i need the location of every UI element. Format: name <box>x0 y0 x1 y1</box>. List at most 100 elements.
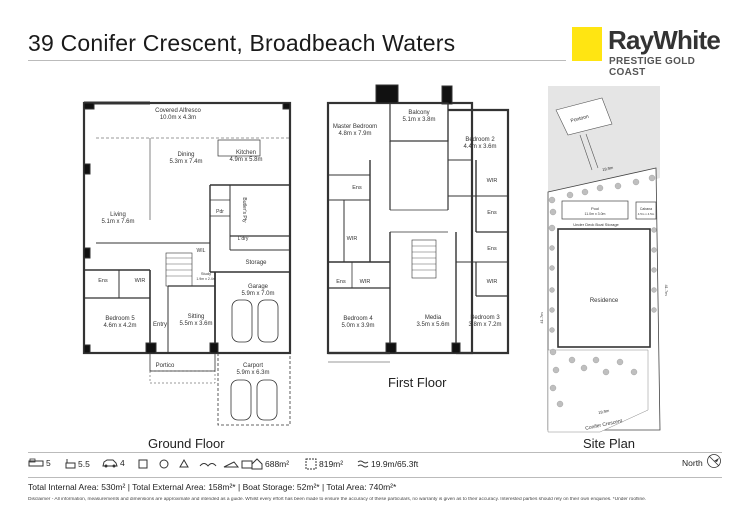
room-dims: 4.6m x 4.2m <box>103 323 136 329</box>
room-dims: 4.8m x 7.9m <box>338 131 371 137</box>
page-title: 39 Conifer Crescent, Broadbeach Waters <box>28 30 456 56</box>
room-label: Study <box>201 271 211 276</box>
bedrooms-count: 5 <box>46 458 51 468</box>
room-label: Bedroom 4 <box>343 316 373 322</box>
area-summary: Total Internal Area: 530m² | Total Exter… <box>28 482 397 492</box>
room-label: WIR <box>360 279 371 285</box>
site-label: Pool <box>591 206 599 211</box>
first-floor-label: First Floor <box>388 375 447 390</box>
room-dims: 10.0m x 4.3m <box>160 115 196 121</box>
building-icon <box>138 459 148 469</box>
areas-divider <box>28 477 722 478</box>
room-label: Balcony <box>408 110 429 116</box>
frontage-value: 19.9m/65.3ft <box>371 459 419 469</box>
room-label: L'dry <box>238 236 249 242</box>
land-area-value: 819m² <box>319 459 344 469</box>
air-con-icon <box>159 459 169 469</box>
site-label: Cabana <box>640 207 652 211</box>
external-area: Total External Area: 158m²* <box>132 482 236 492</box>
north-label: North <box>682 458 703 468</box>
feature-internal-area: 688m² <box>251 458 289 470</box>
room-dims: 5.1m x 3.8m <box>402 117 435 123</box>
room-label: Kitchen <box>236 150 256 156</box>
ground-floor-plan <box>82 101 292 426</box>
room-label: Bedroom 5 <box>105 316 135 322</box>
feature-frontage: 19.9m/65.3ft <box>357 458 418 470</box>
house-area-icon <box>251 458 263 470</box>
room-label: Pdr <box>216 209 224 215</box>
site-dimension: 41.7m <box>664 284 669 296</box>
room-label: Sitting <box>188 314 205 320</box>
room-label: WIR <box>487 178 498 184</box>
car-icon <box>102 459 118 468</box>
room-dims: 1.9m x 2.4m <box>196 277 215 281</box>
room-label: Ens <box>98 278 108 284</box>
room-dims: 4.9m x 5.8m <box>229 157 262 163</box>
features-divider <box>28 452 722 453</box>
logo-subtitle: PRESTIGE GOLD COAST <box>609 56 696 78</box>
site-dimension: 19.9m <box>598 408 611 415</box>
room-dims: 5.1m x 7.6m <box>101 219 134 225</box>
boat-icon <box>223 461 240 468</box>
feature-bedrooms: 5 <box>28 458 51 468</box>
room-dims: 5.3m x 7.4m <box>169 159 202 165</box>
room-label: Covered Alfresco <box>155 108 201 114</box>
site-label: Pontoon <box>570 114 590 125</box>
disclaimer: Disclaimer - All information, measuremen… <box>28 497 647 502</box>
compass-icon <box>707 454 721 468</box>
logo-yellow-block <box>572 27 602 61</box>
room-label: WIR <box>347 236 358 242</box>
amenity-icons <box>138 458 253 469</box>
room-dims: 5.9m x 7.0m <box>241 291 274 297</box>
pool-icon <box>199 463 217 467</box>
bath-icon <box>65 459 76 469</box>
land-area-icon <box>305 458 317 470</box>
boat-storage-area: Boat Storage: 52m²* <box>242 482 320 492</box>
total-area: Total Area: 740m²* <box>326 482 397 492</box>
fireplace-icon <box>179 458 189 468</box>
floor-plans-drawing: Covered Alfresco 10.0m x 4.3m Dining 5.3… <box>82 84 669 433</box>
room-dims: 4.4m x 3.6m <box>463 144 496 150</box>
internal-area-value: 688m² <box>265 459 290 469</box>
title-divider <box>28 60 566 61</box>
ground-floor-label: Ground Floor <box>148 436 225 451</box>
site-plan-label: Site Plan <box>583 436 636 451</box>
room-label: Bedroom 3 <box>470 315 500 321</box>
feature-cars: 4 <box>102 458 125 468</box>
room-label: Bedroom 2 <box>465 137 495 143</box>
room-label: Living <box>110 212 126 218</box>
feature-amenity-icons <box>138 458 254 470</box>
feature-land-area: 819m² <box>305 458 343 470</box>
room-dims: 5.5m x 3.6m <box>179 321 212 327</box>
room-label: Master Bedroom <box>333 124 377 130</box>
site-label: 4.5m x 4.5m <box>638 212 655 216</box>
feature-bathrooms: 5.5 <box>64 458 90 470</box>
room-dims: 3.8m x 7.2m <box>468 322 501 328</box>
room-label: WIR <box>135 278 146 284</box>
room-label: Portico <box>156 363 175 369</box>
site-dimension: 41.7m <box>539 312 544 324</box>
room-dims: 5.0m x 3.9m <box>341 323 374 329</box>
room-label: Ens <box>487 246 497 252</box>
ray-white-logo: RayWhite PRESTIGE GOLD COAST <box>572 25 727 78</box>
logo-brand: RayWhite <box>608 25 721 55</box>
room-label: Entry <box>153 322 167 328</box>
cars-count: 4 <box>120 458 125 468</box>
room-dims: 3.5m x 5.6m <box>416 322 449 328</box>
room-label: WIL <box>197 248 206 254</box>
room-label: Carport <box>243 363 263 369</box>
site-label: Residence <box>590 298 619 304</box>
water-frontage-icon <box>357 460 369 468</box>
bed-icon <box>28 458 44 467</box>
room-label: Ens <box>336 279 346 285</box>
room-label: Storage <box>245 260 267 266</box>
room-label: Ens <box>352 185 362 191</box>
site-plan: Pontoon Pool 11.0m x 3.0m Cabana 4.5m x … <box>539 86 669 433</box>
room-label: Butler's Pty <box>241 197 247 223</box>
room-label: Garage <box>248 284 269 290</box>
bathrooms-count: 5.5 <box>78 459 90 469</box>
site-label: 11.0m x 3.0m <box>585 212 606 216</box>
room-label: Media <box>425 315 442 321</box>
site-dimension: 19.9m <box>602 165 615 172</box>
internal-area: Total Internal Area: 530m² <box>28 482 126 492</box>
